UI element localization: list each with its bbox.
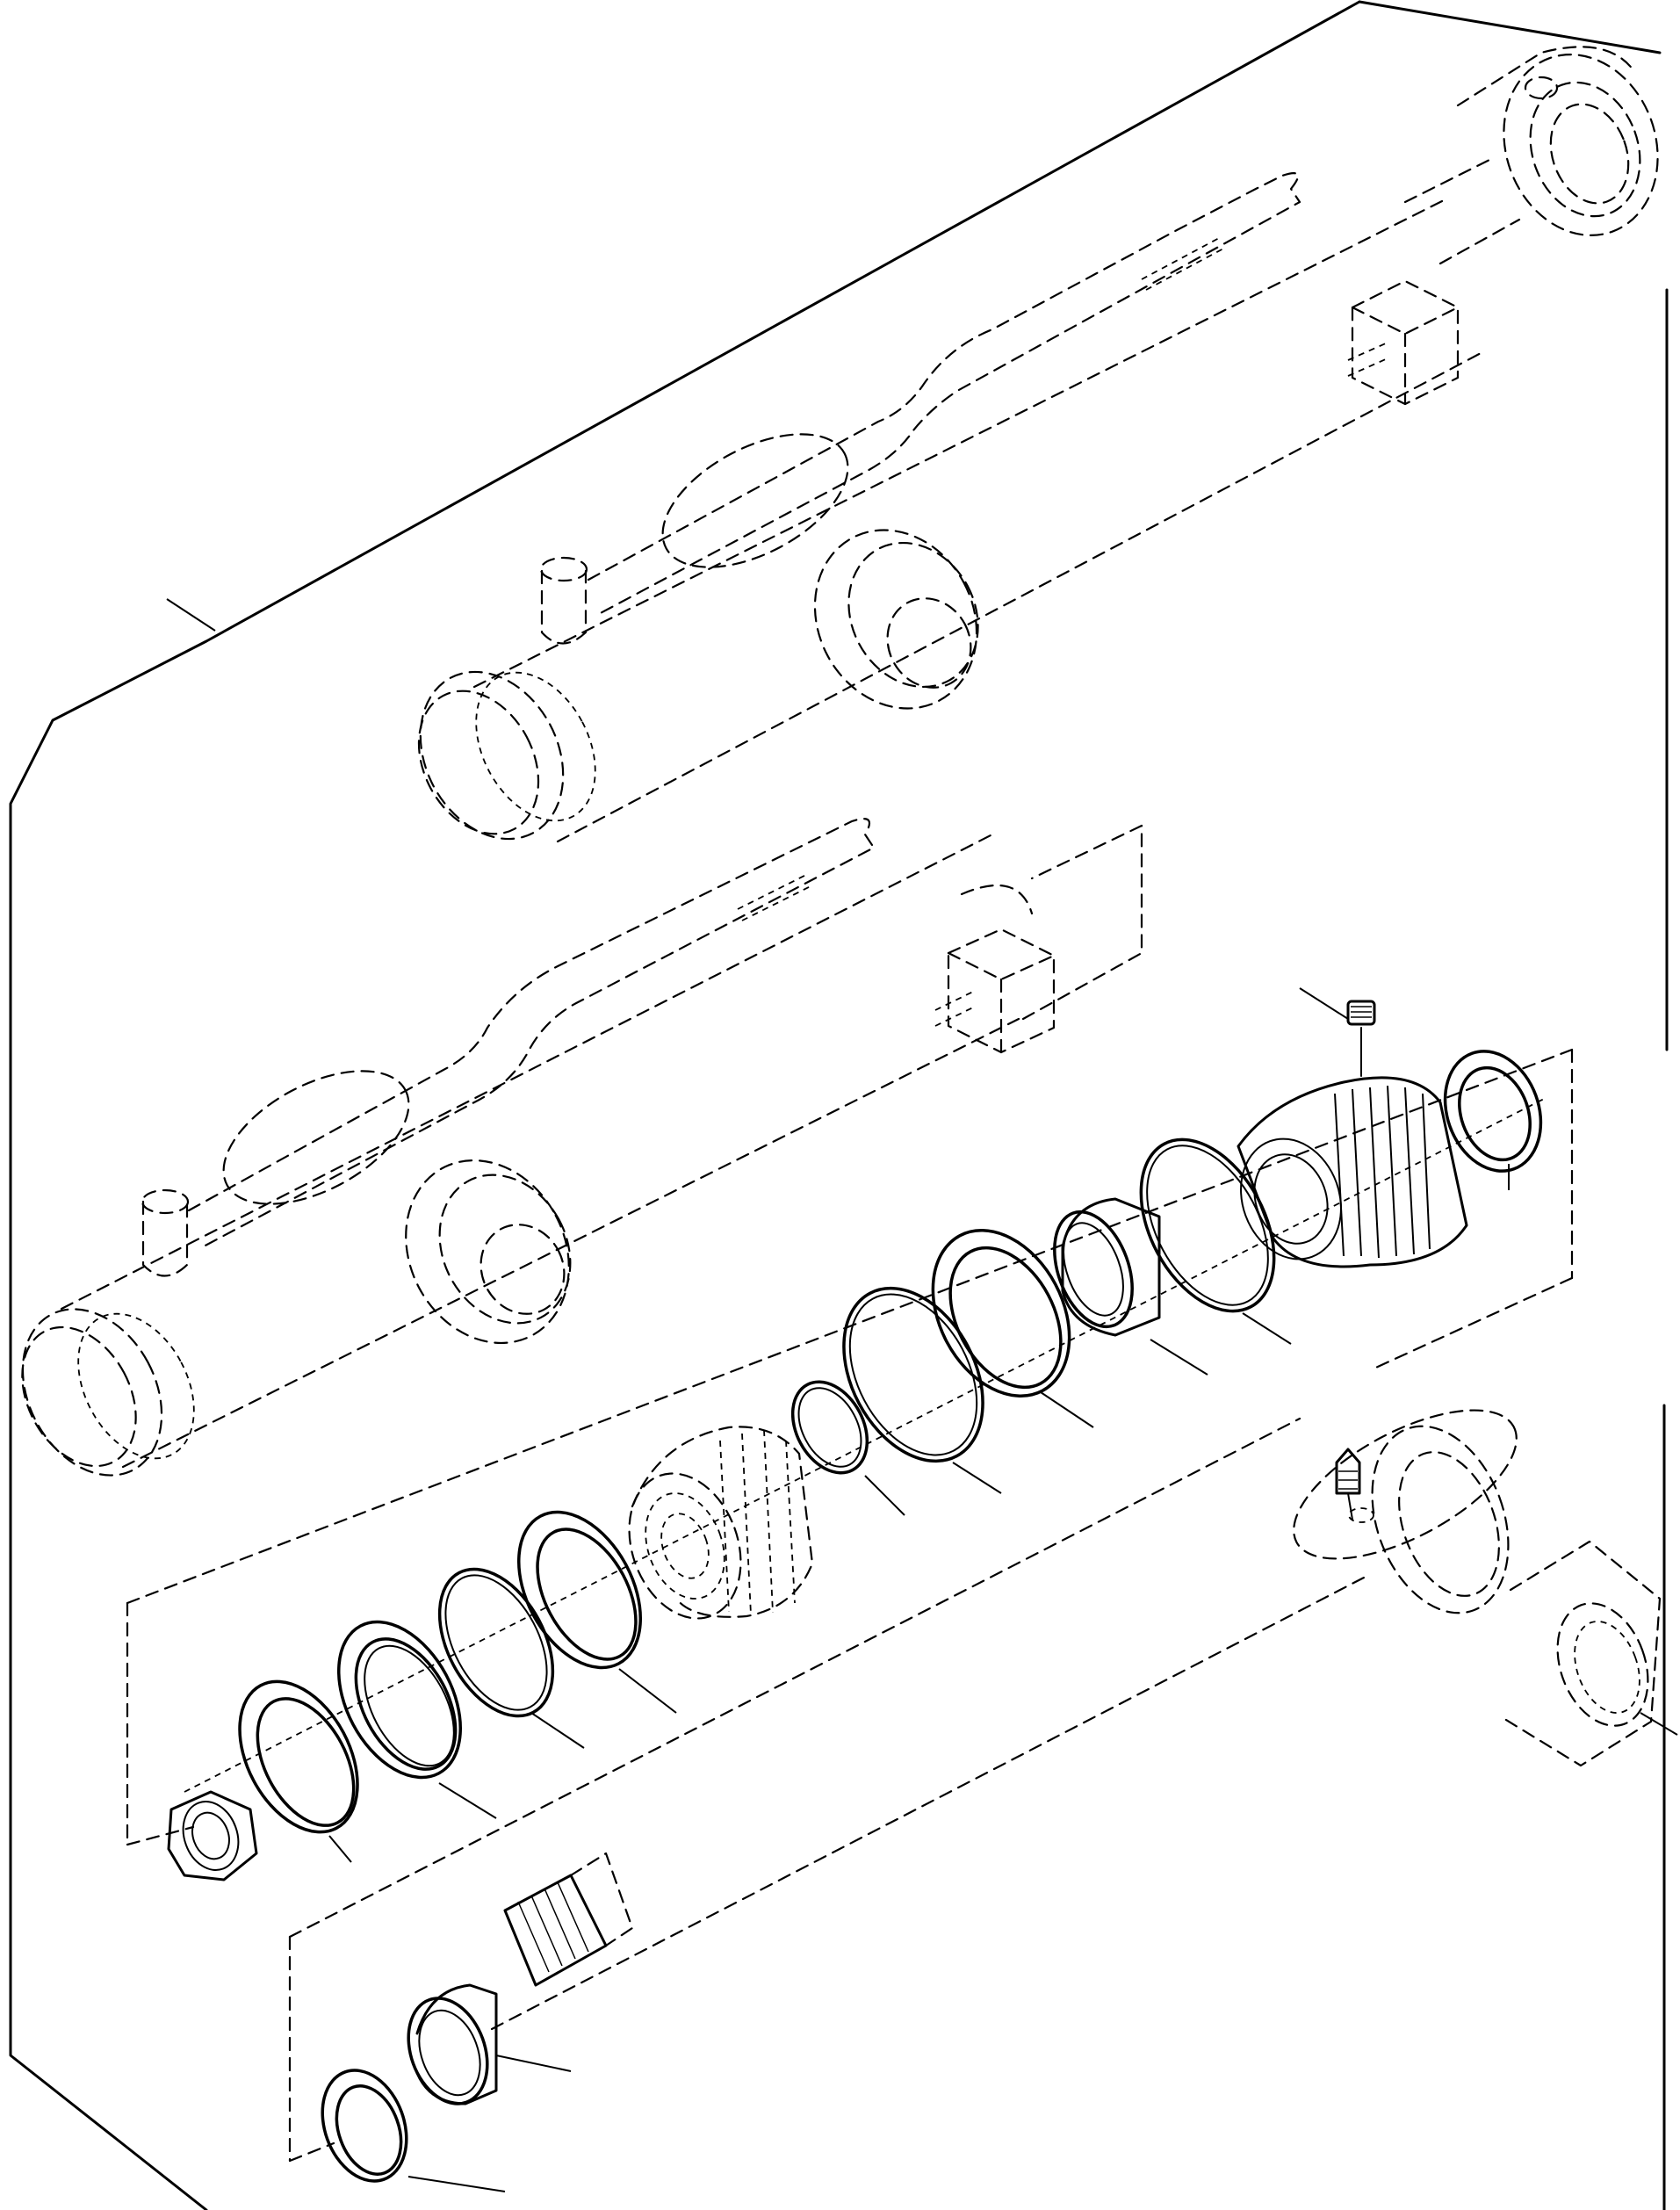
cylinder-head bbox=[1237, 1076, 1468, 1268]
o-ring-piston bbox=[437, 1567, 585, 1749]
grease-fitting-rod bbox=[1335, 1448, 1374, 1523]
cylinder-tube bbox=[21, 818, 1143, 1477]
lock-nut bbox=[167, 1790, 258, 1881]
rod-bushing bbox=[407, 1983, 572, 2105]
o-ring-small bbox=[790, 1380, 905, 1516]
piston bbox=[628, 1426, 814, 1620]
back-up-ring-head bbox=[931, 1229, 1094, 1428]
wear-ring bbox=[238, 1679, 359, 1863]
rod-seal-end bbox=[321, 2069, 506, 2192]
piston-ring-a bbox=[516, 1510, 677, 1714]
bushing bbox=[1053, 1197, 1208, 1376]
grease-fitting-top bbox=[1299, 987, 1376, 1077]
rod-seal bbox=[842, 1286, 1002, 1494]
parts-bracket bbox=[126, 1048, 1574, 1846]
piston-rod bbox=[288, 1409, 1678, 2163]
o-ring-head bbox=[1139, 1138, 1292, 1345]
gland-wiper bbox=[1443, 1050, 1543, 1190]
frame-outline bbox=[9, 0, 1669, 2210]
leader-cylinder-assembly bbox=[166, 598, 216, 632]
cylinder-assembly bbox=[166, 46, 1659, 843]
piston-seal bbox=[336, 1620, 497, 1819]
